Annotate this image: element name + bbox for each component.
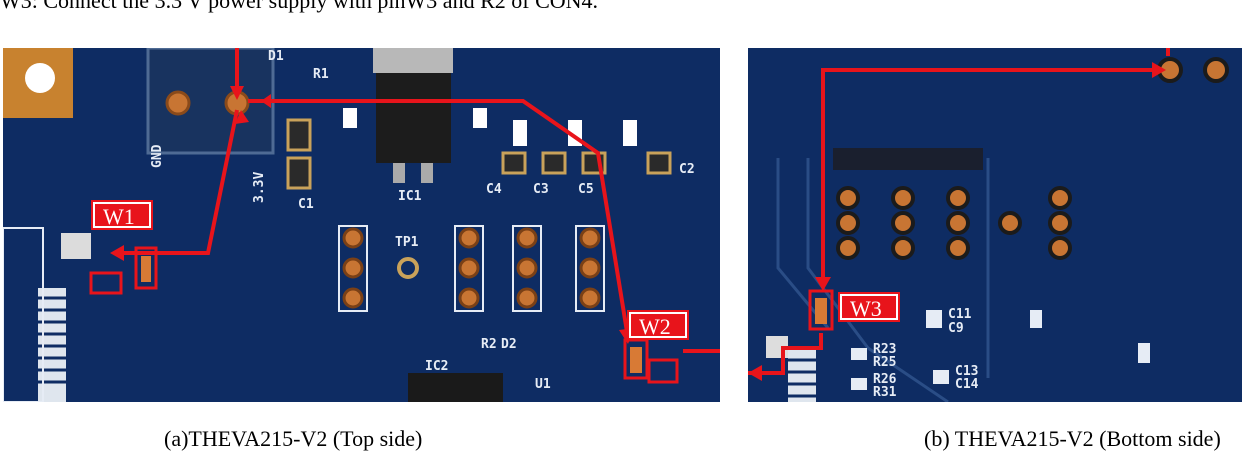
top-side-board: R1 D1 GND 3.3V C1 IC1 C4 C3 C5 C2 TP1 R2…	[3, 48, 720, 402]
w3-label: W3	[850, 296, 882, 321]
svg-text:C2: C2	[679, 162, 695, 177]
svg-text:C1: C1	[298, 197, 314, 212]
svg-text:R31: R31	[873, 385, 897, 400]
caption-bottom-side: (b) THEVA215-V2 (Bottom side)	[924, 426, 1221, 451]
svg-text:IC2: IC2	[425, 359, 448, 374]
svg-text:C13: C13	[955, 364, 978, 379]
svg-text:TP1: TP1	[395, 235, 419, 250]
caption-top-side: (a)THEVA215-V2 (Top side)	[164, 426, 423, 451]
svg-text:C4: C4	[486, 182, 502, 197]
svg-text:D2: D2	[501, 337, 517, 352]
svg-text:3.3V: 3.3V	[252, 172, 267, 203]
svg-text:C5: C5	[578, 182, 594, 197]
svg-text:C9: C9	[948, 321, 964, 336]
w2-label: W2	[639, 314, 671, 339]
svg-text:R25: R25	[873, 355, 896, 370]
w1-label: W1	[103, 204, 135, 229]
bottom-side-board: C11 C9 R23 R25 R26 R31 C13 C14 W3	[748, 48, 1242, 402]
svg-text:R26: R26	[873, 372, 897, 387]
instruction-text: W3: Connect the 3.3 V power supply with …	[0, 0, 599, 13]
svg-text:R23: R23	[873, 342, 896, 357]
svg-text:C3: C3	[533, 182, 549, 197]
svg-text:R1: R1	[313, 67, 329, 82]
bottom-side-photo: C11 C9 R23 R25 R26 R31 C13 C14 W3	[748, 48, 1242, 402]
svg-text:D1: D1	[268, 49, 284, 64]
svg-text:C11: C11	[948, 307, 972, 322]
svg-text:R2: R2	[481, 337, 497, 352]
svg-text:C14: C14	[955, 377, 979, 392]
top-side-photo: R1 D1 GND 3.3V C1 IC1 C4 C3 C5 C2 TP1 R2…	[3, 48, 720, 402]
svg-text:U1: U1	[535, 377, 551, 392]
svg-text:IC1: IC1	[398, 189, 422, 204]
svg-text:GND: GND	[150, 144, 165, 168]
